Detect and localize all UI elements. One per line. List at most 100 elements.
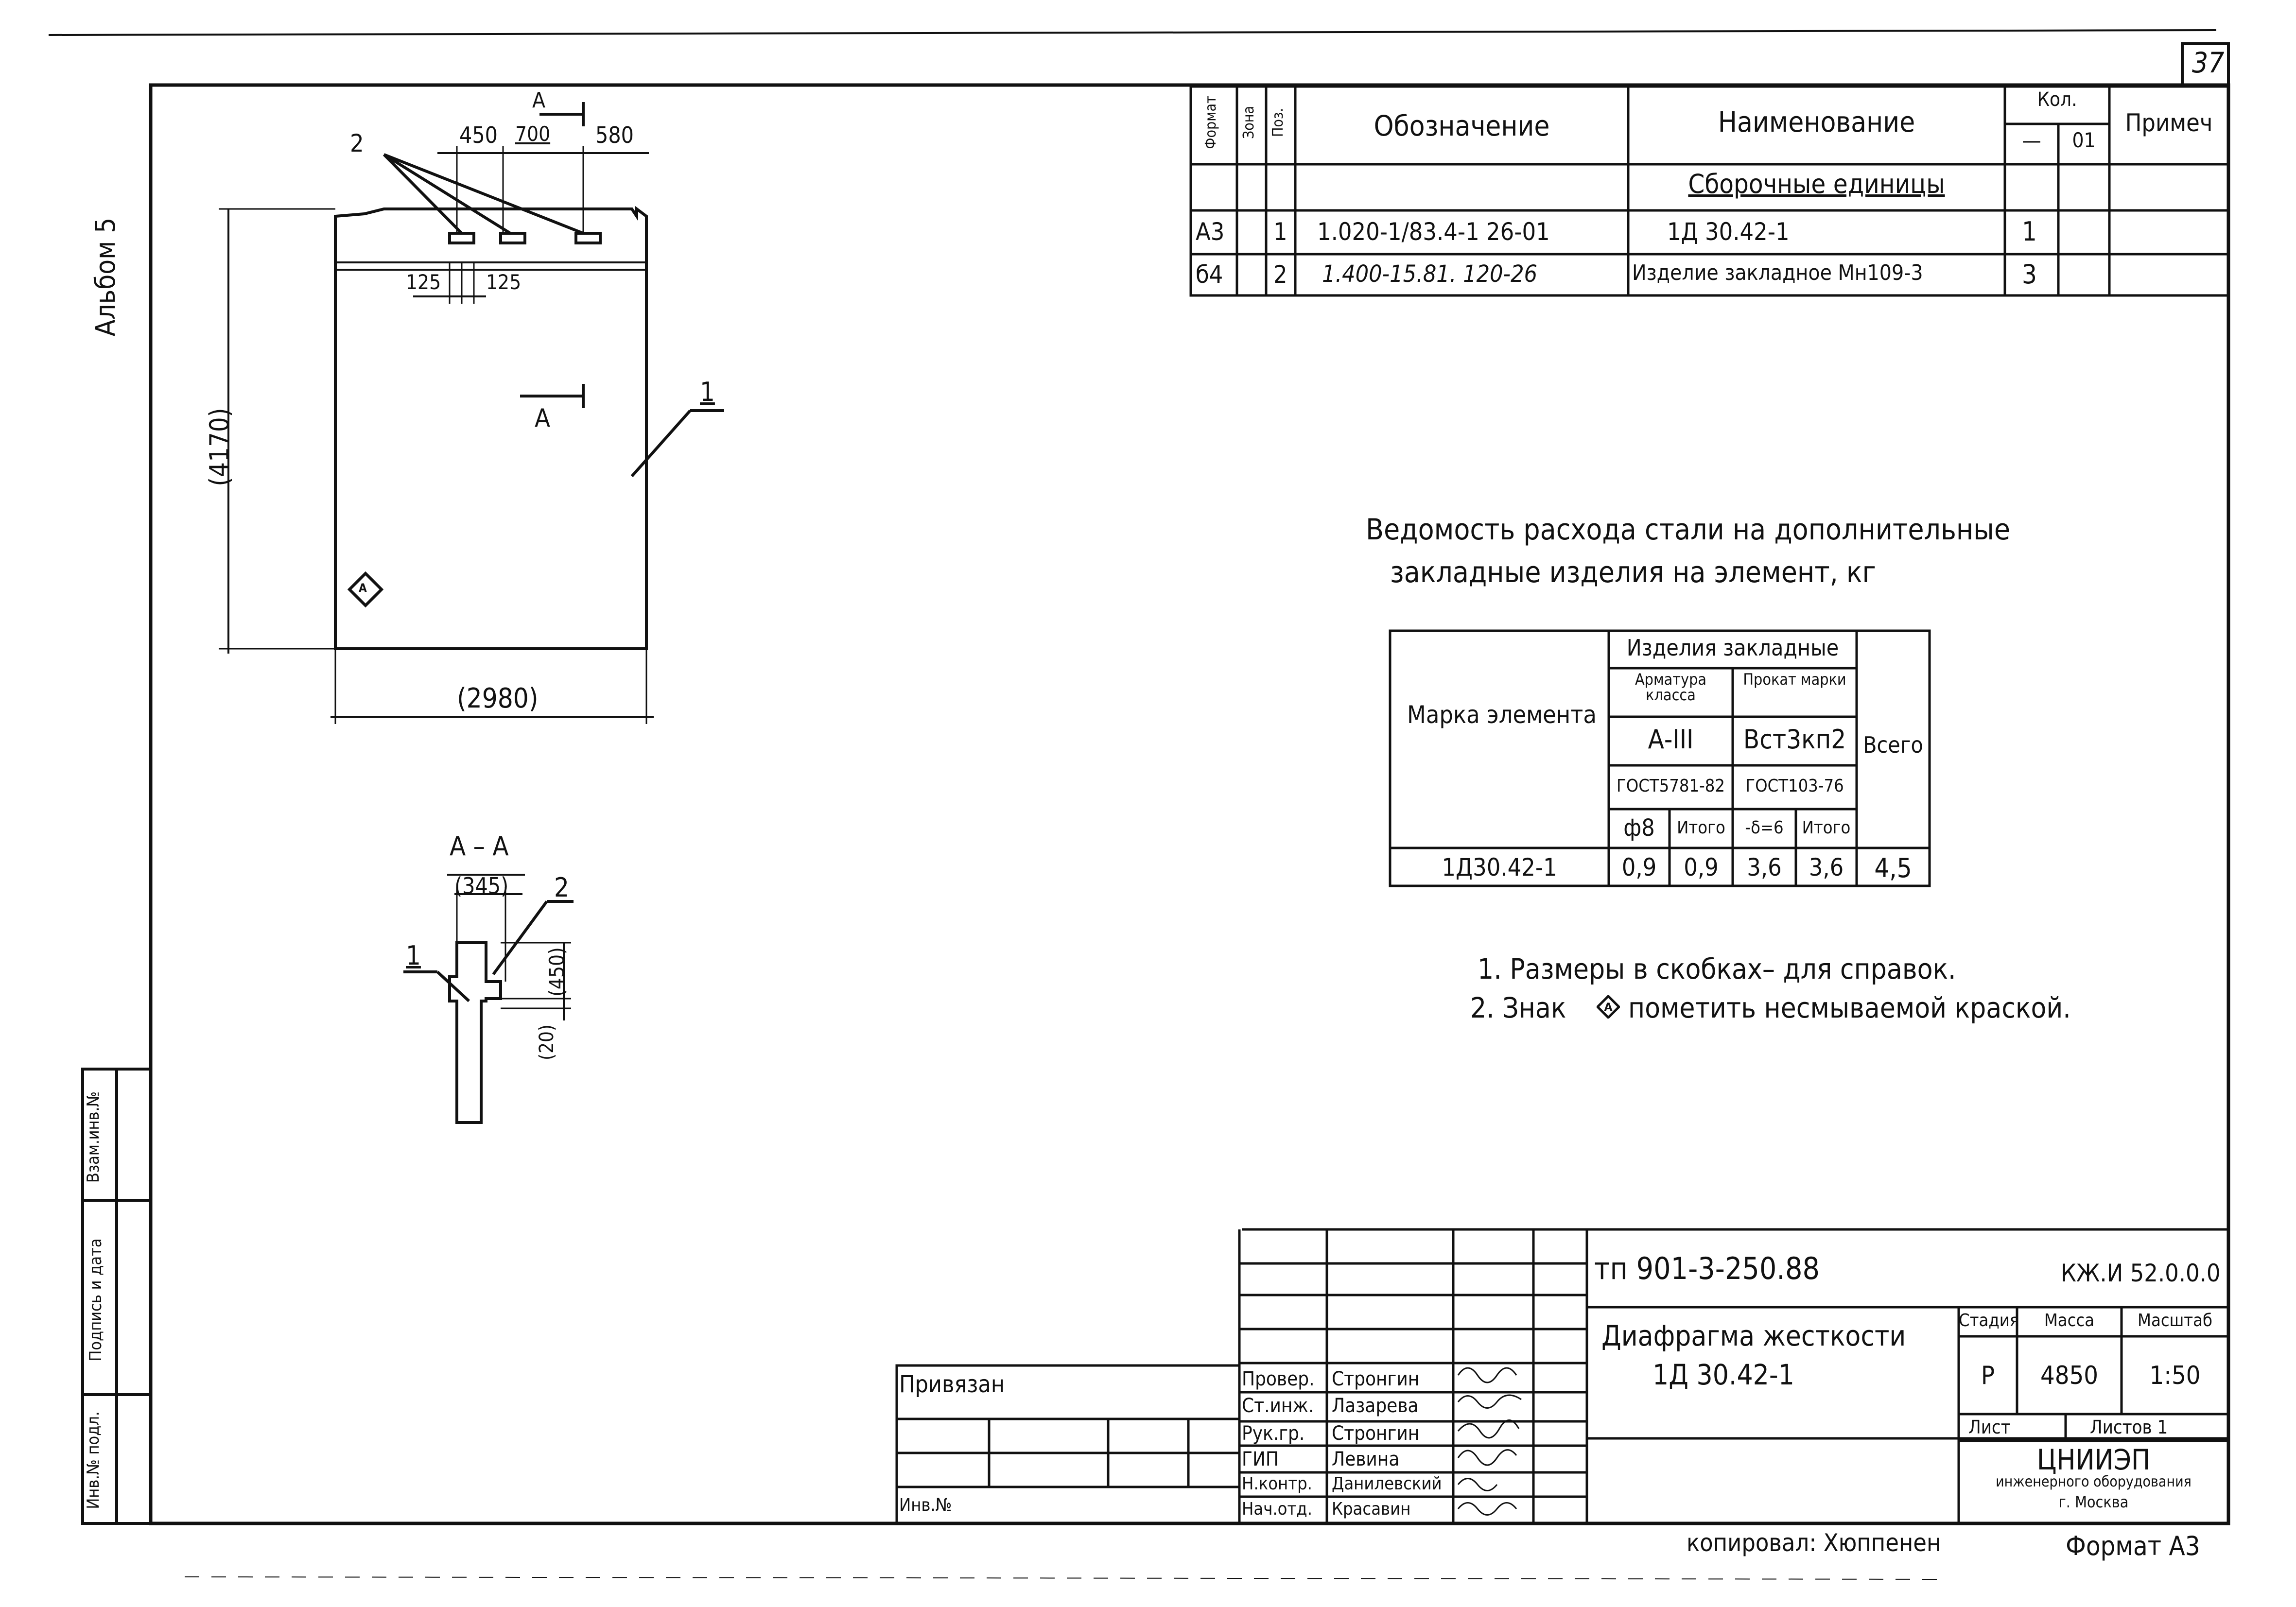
spec-h-qty-sub2: 01 (2072, 128, 2096, 152)
stamp-mass-h: Масса (2044, 1311, 2095, 1331)
stamp-sheet-h: Лист (1968, 1417, 2011, 1438)
stamp-org1: ЦНИИЭП (2036, 1443, 2151, 1476)
role-0: Провер. (1242, 1368, 1315, 1390)
spec-h-qty-sub1: — (2022, 128, 2041, 153)
steel-rebar-class: А-III (1648, 724, 1694, 755)
spec-row1-name: 1Д 30.42-1 (1667, 218, 1790, 246)
title-block-grid (895, 1228, 2228, 1525)
dim-section-20: (20) (536, 1024, 558, 1060)
dim-125-right: 125 (486, 270, 522, 294)
dim-700: 700 (515, 122, 551, 146)
steel-row-itogo2: 3,6 (1809, 853, 1844, 881)
stamp-stage-h: Стадия (1959, 1311, 2019, 1331)
steel-sub-itogo1: Итого (1677, 818, 1725, 838)
stamp-mass: 4850 (2040, 1361, 2099, 1390)
bottom-trim (184, 1576, 1945, 1580)
steel-row-mark: 1Д30.42-1 (1442, 853, 1557, 881)
section-title: А – А (450, 831, 509, 862)
role-1: Ст.инж. (1242, 1395, 1314, 1417)
side-podpis: Подпись и дата (86, 1238, 105, 1362)
note-2-start: 2. Знак (1470, 991, 1566, 1024)
steel-rebar-gost: ГОСТ5781-82 (1617, 776, 1725, 796)
spec-row1-pos: 1 (1273, 218, 1287, 246)
section-a-a (403, 874, 574, 1124)
steel-table-grid (1389, 629, 1931, 887)
stamp-scale-h: Масштаб (2138, 1311, 2212, 1331)
stamp-title-line1: Диафрагма жесткости (1601, 1319, 1906, 1352)
steel-row-delta: 3,6 (1747, 853, 1782, 881)
side-stamp-frame (81, 1068, 152, 1525)
sheet-format: Формат А3 (2066, 1531, 2200, 1561)
section-lead-1: 1 (406, 940, 421, 971)
spec-row2-format: б4 (1196, 260, 1223, 289)
steel-rolled-grade: Вст3кп2 (1743, 724, 1846, 755)
dim-section-345: (345) (454, 873, 509, 899)
leader-2-label: 2 (350, 129, 364, 157)
steel-row-d8: 0,9 (1621, 853, 1657, 881)
element-elevation (219, 102, 724, 724)
stamp-privyazan: Привязан (899, 1371, 1005, 1398)
leader-1-label: 1 (700, 377, 715, 407)
diamond-mark-icon: А (1596, 994, 1621, 1019)
stamp-title-line2: 1Д 30.42-1 (1652, 1358, 1794, 1391)
dim-125-left: 125 (406, 270, 441, 294)
steel-h-rebar: Арматура класса (1635, 670, 1707, 704)
role-name-1: Лазарева (1332, 1395, 1419, 1417)
mark-diamond-letter: А (359, 581, 367, 595)
spec-row1-format: А3 (1196, 218, 1225, 246)
spec-h-format: Формат (1202, 96, 1219, 149)
sheet-number: 37 (2192, 46, 2225, 79)
section-mark-a-mid: А (535, 404, 550, 433)
steel-h-total: Всего (1863, 732, 1923, 758)
steel-h-group: Изделия закладные (1626, 635, 1839, 661)
role-2: Рук.гр. (1242, 1422, 1305, 1445)
signatures (1457, 1367, 1522, 1516)
role-name-4: Данилевский (1332, 1474, 1442, 1494)
stamp-project: тп 901-3-250.88 (1594, 1251, 1820, 1286)
dim-section-450: (450) (545, 947, 569, 997)
dim-width: (2980) (457, 683, 539, 714)
spec-row1-designation: 1.020-1/83.4-1 26-01 (1317, 218, 1550, 246)
spec-h-pos: Поз. (1270, 108, 1287, 137)
dim-height: (4170) (204, 408, 235, 486)
spec-h-zone: Зона (1240, 106, 1257, 139)
spec-table-grid (1189, 85, 2230, 297)
spec-row1-qty: 1 (2022, 216, 2037, 247)
stamp-code: КЖ.И 52.0.0.0 (2061, 1259, 2221, 1287)
stamp-scale: 1:50 (2149, 1361, 2201, 1390)
steel-h-rolled: Прокат марки (1743, 670, 1846, 689)
note-2-end: пометить несмываемой краской. (1628, 991, 2071, 1024)
role-name-0: Стронгин (1332, 1368, 1420, 1390)
stamp-sheets-h: Листов 1 (2090, 1417, 2168, 1438)
spec-h-designation: Обозначение (1374, 109, 1550, 142)
steel-title-line2: закладные изделия на элемент, кг (1390, 555, 1876, 589)
role-3: ГИП (1242, 1448, 1279, 1470)
role-5: Нач.отд. (1242, 1499, 1312, 1519)
note-1: 1. Размеры в скобках– для справок. (1478, 952, 1956, 985)
side-inv-podl: Инв.№ подл. (84, 1411, 103, 1509)
spec-h-note: Примеч (2125, 109, 2213, 137)
trim-line (48, 29, 2217, 36)
steel-sub-delta: -δ=6 (1745, 818, 1784, 838)
dim-580: 580 (595, 122, 634, 148)
stamp-org3: г. Москва (2058, 1493, 2129, 1511)
role-4: Н.контр. (1242, 1474, 1312, 1494)
steel-sub-d8: ф8 (1623, 814, 1655, 842)
steel-h-mark: Марка элемента (1407, 701, 1597, 729)
steel-row-total: 4,5 (1874, 853, 1912, 883)
steel-sub-itogo2: Итого (1802, 818, 1851, 838)
dim-450: 450 (459, 122, 498, 148)
spec-h-qty: Кол. (2037, 88, 2077, 111)
role-name-5: Красавин (1332, 1499, 1411, 1519)
role-name-3: Левина (1332, 1448, 1400, 1470)
album-label: Альбом 5 (90, 217, 122, 337)
steel-row-itogo1: 0,9 (1684, 853, 1719, 881)
steel-title-line1: Ведомость расхода стали на дополнительны… (1366, 513, 2011, 547)
spec-h-name: Наименование (1718, 105, 1915, 138)
spec-row2-pos: 2 (1273, 260, 1287, 289)
stamp-stage: Р (1981, 1361, 1995, 1390)
stamp-inv: Инв.№ (899, 1495, 952, 1515)
spec-section: Сборочные единицы (1688, 169, 1945, 199)
copied-by: копировал: Хюппенен (1687, 1529, 1941, 1557)
